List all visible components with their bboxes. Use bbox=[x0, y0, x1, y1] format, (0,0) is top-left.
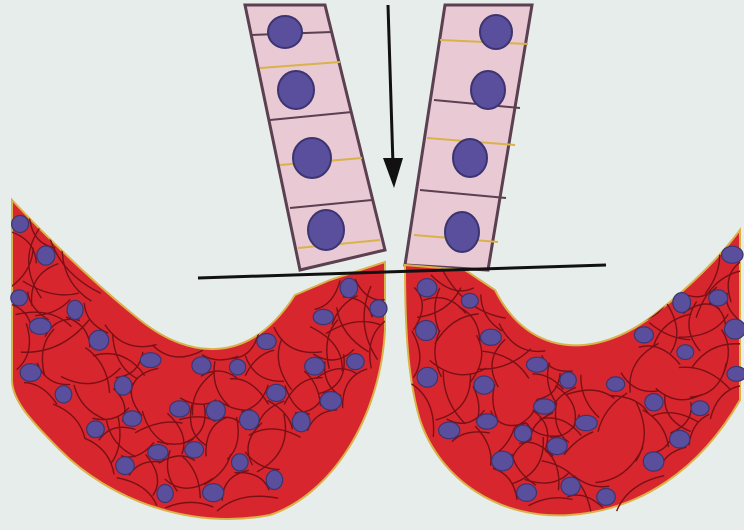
nucleus bbox=[140, 353, 161, 368]
nucleus bbox=[575, 415, 597, 430]
nucleus bbox=[474, 376, 494, 394]
nucleus bbox=[157, 485, 173, 503]
nucleus bbox=[560, 372, 576, 388]
nucleus bbox=[230, 359, 246, 375]
nucleus bbox=[725, 319, 744, 339]
nucleus bbox=[185, 442, 204, 458]
nucleus bbox=[607, 377, 625, 391]
nucleus bbox=[232, 454, 249, 471]
nucleus bbox=[313, 309, 333, 324]
nucleus bbox=[308, 210, 344, 250]
nucleus bbox=[320, 392, 341, 411]
nucleus bbox=[67, 300, 83, 319]
nucleus bbox=[123, 411, 142, 426]
nucleus bbox=[89, 330, 109, 350]
nucleus bbox=[547, 438, 567, 455]
nucleus bbox=[20, 364, 41, 382]
nucleus bbox=[416, 321, 437, 341]
nucleus bbox=[445, 212, 479, 252]
nucleus bbox=[170, 401, 190, 417]
nucleus bbox=[268, 16, 302, 48]
nucleus bbox=[192, 357, 211, 374]
nucleus bbox=[305, 357, 325, 375]
nucleus bbox=[370, 300, 387, 317]
nucleus bbox=[240, 410, 260, 430]
nucleus bbox=[29, 318, 51, 334]
nucleus bbox=[534, 399, 556, 414]
nucleus bbox=[267, 384, 286, 401]
nucleus bbox=[206, 401, 225, 421]
nucleus bbox=[517, 484, 537, 502]
nucleus bbox=[481, 329, 502, 345]
nucleus bbox=[203, 484, 224, 502]
nucleus bbox=[471, 71, 505, 109]
nucleus bbox=[417, 367, 438, 387]
nucleus bbox=[12, 216, 29, 233]
nucleus bbox=[417, 279, 437, 297]
nucleus bbox=[266, 470, 282, 489]
nucleus bbox=[340, 278, 357, 297]
nucleus bbox=[677, 345, 694, 360]
nucleus bbox=[643, 452, 664, 471]
nucleus bbox=[492, 451, 514, 471]
nucleus bbox=[514, 425, 531, 442]
nucleus bbox=[257, 334, 276, 350]
nucleus bbox=[645, 394, 663, 411]
nucleus bbox=[597, 489, 616, 506]
nucleus bbox=[116, 457, 134, 475]
nucleus bbox=[292, 412, 310, 432]
nucleus bbox=[722, 246, 743, 263]
nucleus bbox=[87, 421, 105, 438]
nucleus bbox=[11, 290, 28, 306]
nucleus bbox=[561, 477, 580, 495]
nucleus bbox=[634, 327, 653, 343]
nucleus bbox=[727, 367, 744, 382]
nucleus bbox=[527, 357, 548, 372]
nucleus bbox=[670, 430, 690, 448]
nucleus bbox=[480, 15, 512, 49]
nucleus bbox=[278, 71, 314, 109]
nucleus bbox=[709, 290, 728, 306]
nucleus bbox=[691, 401, 709, 416]
nucleus bbox=[148, 445, 168, 460]
nucleus bbox=[461, 293, 478, 308]
nucleus bbox=[477, 414, 498, 429]
nucleus bbox=[115, 376, 132, 395]
nucleus bbox=[55, 386, 72, 403]
nucleus bbox=[453, 139, 487, 177]
nucleus bbox=[439, 422, 460, 439]
nucleus bbox=[293, 138, 331, 178]
nucleus bbox=[347, 354, 364, 370]
nucleus bbox=[37, 246, 55, 265]
nucleus bbox=[673, 293, 691, 313]
